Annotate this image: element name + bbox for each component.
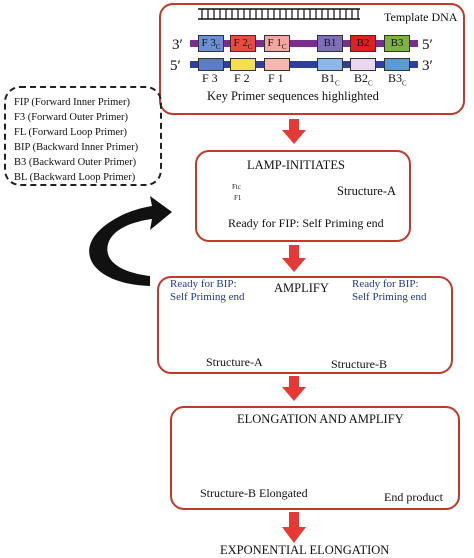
- top-primer-segment: F 2C: [230, 35, 256, 52]
- panel4-title: ELONGATION AND AMPLIFY: [237, 412, 404, 426]
- panel2-note: Ready for FIP: Self Priming end: [228, 216, 384, 230]
- bottom-primer-label: F 1: [268, 71, 284, 85]
- mini-label-ftc: Ftc: [232, 183, 241, 191]
- bottom-strand-3prime: 3′: [422, 58, 433, 74]
- legend-item: BL (Backward Loop Primer): [14, 172, 136, 183]
- top-primer-segment: F 3C: [198, 35, 224, 52]
- top-primer-segment: B2: [350, 35, 376, 52]
- primer-legend: FIP (Forward Inner Primer) F3 (Forward O…: [4, 86, 162, 186]
- panel-lamp-initiates: [195, 150, 411, 242]
- down-arrow-1: [282, 119, 306, 144]
- mini-label-b1: B1: [292, 183, 301, 191]
- bottom-primer-segment: [198, 58, 224, 71]
- bottom-primer-label: F 3: [202, 71, 218, 85]
- mini-label-f1: F1: [234, 194, 242, 202]
- down-arrow-3: [282, 376, 306, 401]
- panel-elongation: [170, 406, 460, 510]
- panel-amplify: [157, 276, 453, 374]
- feedback-curved-arrow: [89, 196, 172, 286]
- legend-item: FIP (Forward Inner Primer): [14, 97, 130, 108]
- panel3-note-left: Ready for BIP: Self Priming end: [170, 278, 245, 303]
- top-primer-segment: B3: [384, 35, 410, 52]
- bottom-primer-label: F 2: [234, 71, 250, 85]
- bottom-primer-segment: [317, 58, 343, 71]
- down-arrow-2: [282, 245, 306, 272]
- legend-item: FL (Forward Loop Primer): [14, 127, 128, 138]
- structure-b-label: Structure-B: [331, 357, 387, 371]
- template-dna-strand: [198, 8, 360, 20]
- panel3-title: AMPLIFY: [274, 281, 329, 295]
- bottom-primer-segment: [384, 58, 410, 71]
- final-label: EXPONENTIAL ELONGATION: [220, 543, 390, 557]
- structure-a-label-2: Structure-A: [206, 355, 263, 369]
- template-dna-label: Template DNA: [384, 10, 458, 24]
- panel3-note-right: Ready for BIP: Self Priming end: [352, 278, 427, 303]
- legend-item: BIP (Backward Inner Primer): [14, 142, 139, 153]
- top-strand-backbone: [190, 40, 418, 47]
- legend-item: F3 (Forward Outer Primer): [14, 112, 129, 123]
- top-primer-segment: F 1C: [264, 35, 290, 52]
- bottom-strand-5prime: 5′: [170, 58, 181, 74]
- down-arrow-4: [282, 512, 306, 543]
- top-strand-3prime: 3′: [172, 37, 183, 53]
- bottom-primer-segment: [350, 58, 376, 71]
- bottom-primer-label: B2C: [354, 71, 373, 88]
- panel1-caption: Key Primer sequences highlighted: [207, 89, 379, 103]
- structure-a-label-1: Structure-A: [337, 184, 397, 198]
- bottom-primer-segment: [264, 58, 290, 71]
- bottom-primer-segment: [230, 58, 256, 71]
- bottom-primer-label: B1C: [321, 71, 340, 88]
- panel2-title: LAMP-INITIATES: [247, 158, 345, 172]
- bottom-strand-backbone: [190, 61, 418, 68]
- top-primer-segment: B1: [317, 35, 343, 52]
- legend-item: B3 (Backward Outer Primer): [14, 157, 137, 168]
- end-product-label: End product: [384, 490, 443, 504]
- top-strand-5prime: 5′: [422, 37, 433, 53]
- bottom-primer-label: B3C: [388, 71, 407, 88]
- structure-b-elongated-label: Structure-B Elongated: [200, 486, 308, 500]
